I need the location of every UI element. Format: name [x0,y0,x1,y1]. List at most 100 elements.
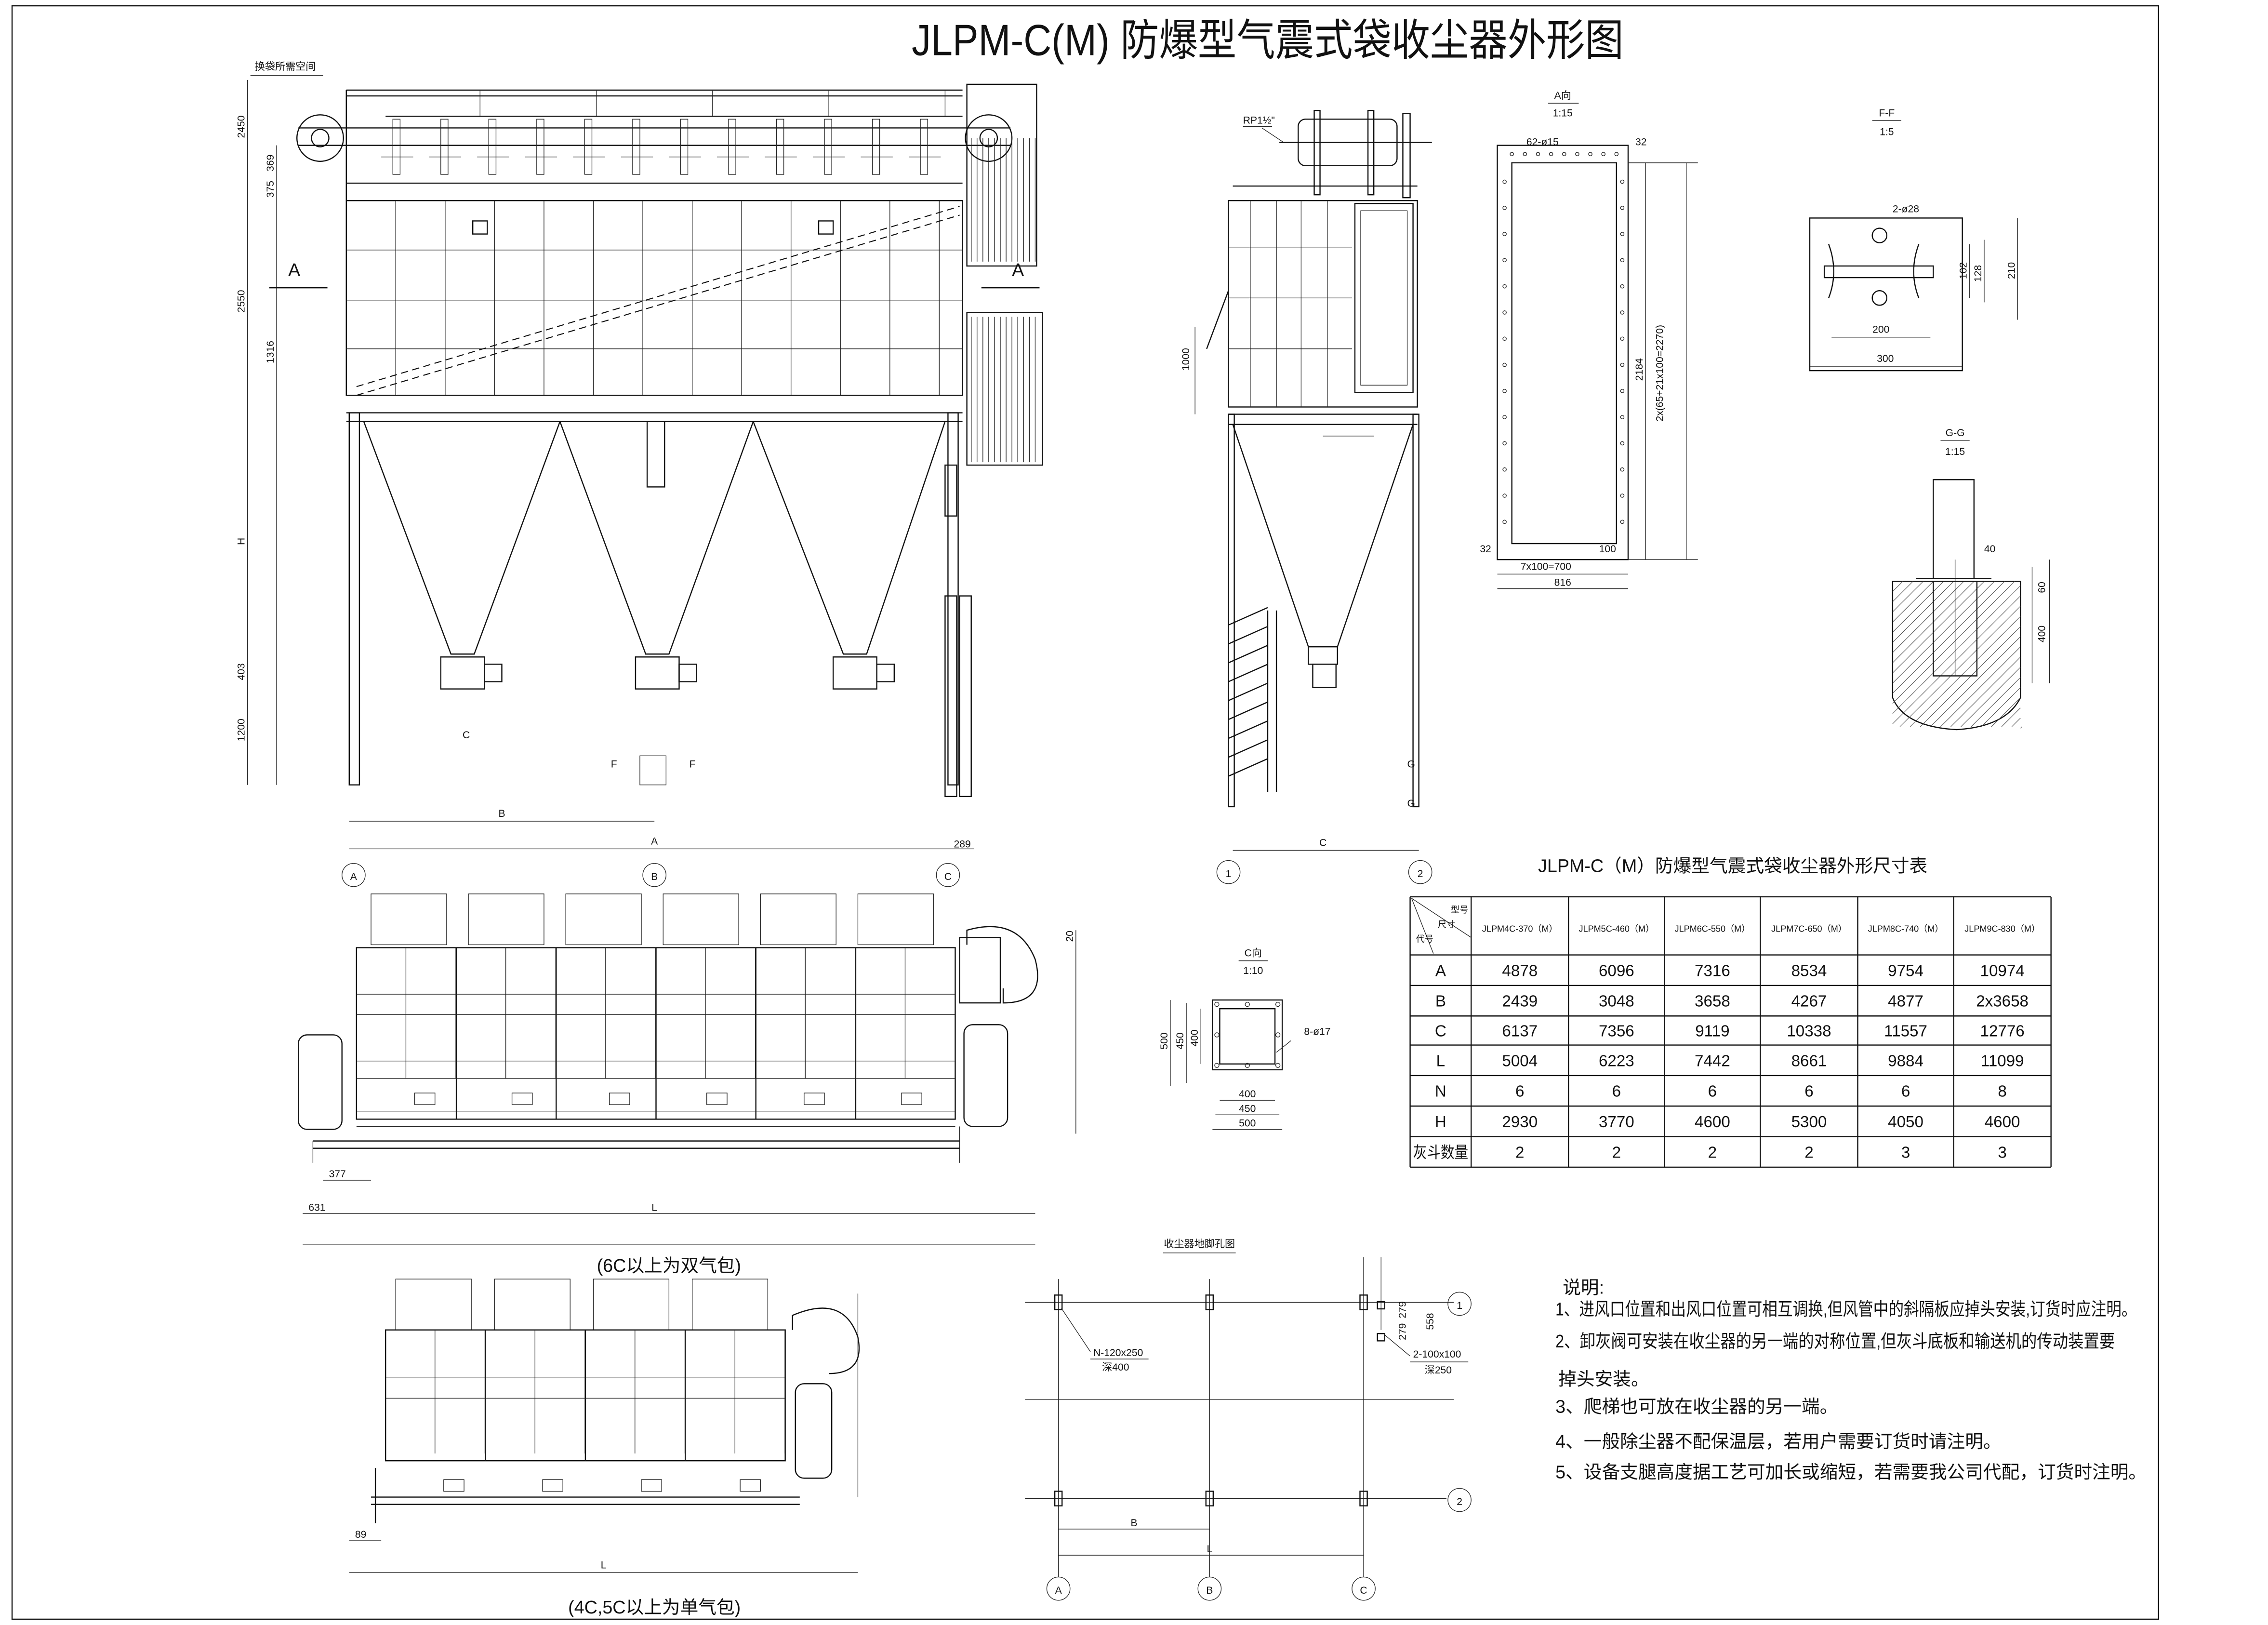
section-gg-dim-60: 60 [2037,582,2048,593]
anchor-hole [1054,1294,1063,1310]
view-a-holes: 62-ø15 [1526,137,1559,148]
ladder [1228,607,1277,792]
view-c-dim-500h: 500 [1239,1118,1256,1129]
view-arrow-a-left: A [288,260,301,280]
section-ff-dim-200: 200 [1872,324,1889,335]
table-cell: 7356 [1599,1022,1634,1040]
foundation-dim-l: L [1207,1544,1212,1555]
side-dim-1000: 1000 [1180,348,1192,371]
table-header-model: JLPM5C-460（M） [1578,924,1654,933]
pulse-valve [609,1092,630,1105]
table-cell: 8661 [1791,1052,1827,1070]
table-cell: 2439 [1502,993,1538,1011]
dim-b: B [498,808,505,819]
view-a-dim-100: 100 [1599,544,1616,555]
table-cell: 2 [1515,1144,1524,1161]
table-cell: 6137 [1502,1022,1538,1040]
bolt-hole [1275,1063,1281,1068]
section-ff-dim-102: 102 [1958,262,1969,279]
table-cell: 8534 [1791,962,1827,980]
view-a-dim-700: 7x100=700 [1521,561,1571,572]
view-a-scale: 1:15 [1553,107,1573,119]
plan-6c-dim-377: 377 [329,1169,346,1180]
support-leg [1412,413,1419,808]
pulse-valve [542,1479,563,1492]
small-anchor-hole [1377,1333,1385,1342]
dim-279a: 279 [1397,1301,1408,1318]
table-corner-model: 型号 [1451,905,1468,915]
discharge-valve [635,656,680,690]
axis-label: C [1360,1585,1367,1596]
plan-4c-dim-89: 89 [355,1529,366,1540]
axis-marker [1216,860,1241,884]
note-line: 掉头安装。 [1558,1369,1649,1389]
valve-motor [876,664,895,682]
support-leg [1228,413,1235,808]
axis-label: 2 [1457,1496,1462,1507]
plan-4c-caption: (4C,5C以上为单气包) [568,1597,741,1617]
bolt-hole [1214,1001,1220,1007]
table-cell: 6 [1708,1083,1717,1101]
table-cell: 7442 [1695,1052,1730,1070]
anchor-hole [1205,1491,1214,1506]
discharge-valve [832,656,877,690]
table-cell: 4267 [1791,993,1827,1011]
small-hole-depth: 深250 [1425,1364,1452,1376]
table-cell: 8 [1998,1083,2006,1101]
filter-top-box [760,893,836,946]
valve-motor [678,664,697,682]
dim-2450: 2450 [236,116,247,138]
axis-marker [936,863,960,887]
anchor-hole-spec: N-120x250 [1093,1347,1143,1359]
filter-top-box [395,1279,472,1331]
plan-4c-dim-l: L [601,1559,607,1571]
view-c-dim-500v: 500 [1159,1032,1170,1049]
axis-label: 2 [1418,868,1423,879]
filter-top-box [371,893,447,946]
table-cell: 3048 [1599,993,1634,1011]
side-body [1228,200,1418,408]
pulse-valve [804,1092,825,1105]
discharge-valve [440,656,485,690]
axis-label: A [1055,1585,1062,1596]
table-cell: 6 [1612,1083,1621,1101]
table-cell: 9119 [1695,1022,1729,1040]
bolt-hole [1275,1001,1281,1007]
air-tank [795,1383,833,1479]
section-f-f: F-F 1:5 2-ø28 102 128 210 200 300 [1809,107,2018,372]
axis-label: A [350,871,358,882]
pulse-valve [901,1092,922,1105]
view-a-dim-816: 816 [1554,577,1571,588]
duct-elbow [966,926,1038,1004]
filter-body [345,200,963,396]
axis-marker [1197,1576,1222,1601]
axis-label: C [944,871,952,882]
table-cell: 4878 [1502,962,1538,980]
table-cell: 6096 [1599,962,1634,980]
axis-marker [1352,1576,1376,1601]
section-ff-title: F-F [1879,107,1895,119]
plan-view-4c: 89 L (4C,5C以上为单气包) [349,1279,860,1617]
small-hole-spec: 2-100x100 [1413,1349,1461,1360]
axis-label: B [651,871,658,882]
pulse-valve [706,1092,728,1105]
filter-top-box [663,893,739,946]
table-cell: 7316 [1695,962,1730,980]
view-c-dim-450h: 450 [1239,1103,1256,1114]
table-cell: 2 [1708,1144,1717,1161]
bolt-hole [1275,1032,1281,1038]
dim-1200: 1200 [236,719,247,741]
pulse-valve [443,1479,464,1492]
filter-top-box [691,1279,769,1331]
note-line: 5、设备支腿高度据工艺可加长或缩短，若需要我公司代配，订货时注明。 [1555,1462,2147,1482]
table-header-model: JLPM7C-650（M） [1771,924,1847,933]
valve-motor [484,664,503,682]
sheet-border [11,5,2160,1620]
notes-heading: 说明: [1563,1277,1604,1297]
column [1933,479,1975,579]
table-header-model: JLPM8C-740（M） [1868,924,1944,933]
table-cell: 3 [1998,1144,2006,1161]
table-cell: 4600 [1695,1113,1730,1131]
note-line: 2、卸灰阀可安装在收尘器的另一端的对称位置,但灰斗底板和输送机的传动装置要 [1555,1331,2115,1351]
